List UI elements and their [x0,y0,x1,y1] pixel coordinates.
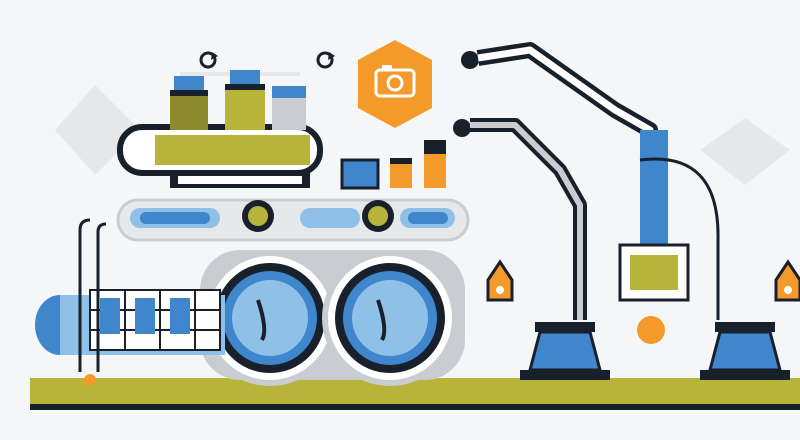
ground-floor [30,378,800,410]
container-icon [170,76,208,130]
small-jars [340,140,446,190]
drum-left [202,250,338,386]
lamp-icon [774,259,800,302]
recycle-icon [316,51,335,69]
conveyor-roller-icon [362,200,394,232]
lamp-icon [486,259,514,302]
conveyor-belt [116,198,470,242]
intake-tube [35,218,225,386]
camera-icon [374,65,416,98]
container-icon [225,70,265,130]
drum-right [322,250,458,386]
robot-base [700,322,790,380]
drum-machine [200,250,465,386]
robot-base [520,322,610,380]
top-shelf [117,70,323,188]
robotic-arm-icon [461,42,790,380]
conveyor-roller-icon [242,200,274,232]
camera-badge [358,40,432,128]
robotic-arm-icon [453,118,610,380]
container-icon [272,86,306,130]
recycle-icon [199,51,218,69]
